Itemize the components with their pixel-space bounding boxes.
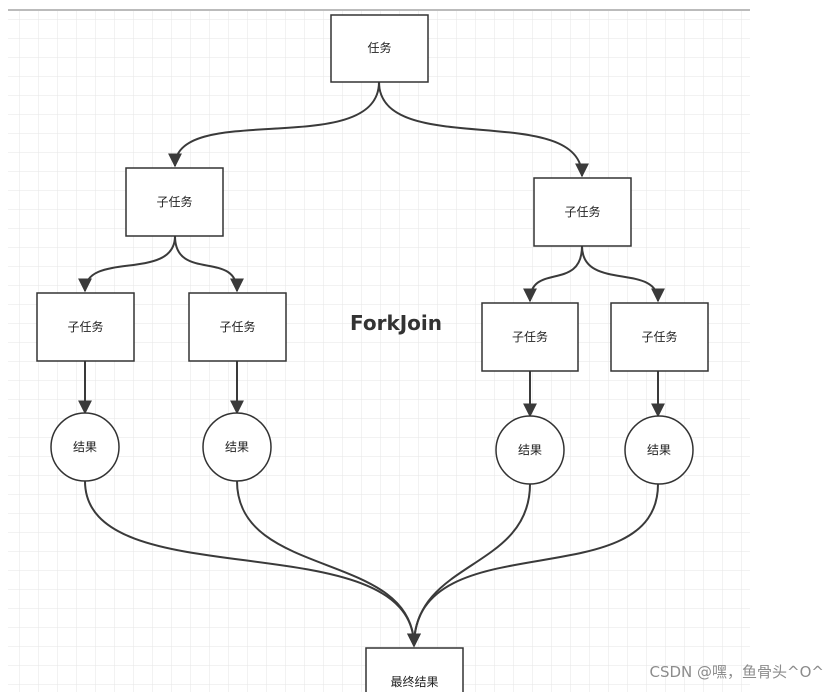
edge-result-2-to-final [236,480,421,648]
node-result-2-label: 结果 [225,440,249,454]
edge-subtask-right-to-leaf-3 [523,245,583,303]
edge-result-1-to-final [84,480,421,648]
edge-subtask-left-to-leaf-2 [174,235,244,293]
edge-result-4-to-final [407,483,659,648]
csdn-watermark: CSDN @嘿，鱼骨头^O^ [649,663,824,681]
node-result-3-label: 结果 [518,443,542,457]
node-result-1-label: 结果 [73,440,97,454]
node-result-4-label: 结果 [647,443,671,457]
diagram-title: ForkJoin [350,311,442,335]
node-leaf-task-1-label: 子任务 [67,319,103,334]
node-result-3: 结果 [495,415,565,485]
edge-task-to-subtask-left [168,81,380,168]
node-leaf-task-3-label: 子任务 [512,329,548,344]
node-result-1: 结果 [50,412,120,482]
node-task: 任务 [330,14,429,83]
node-leaf-task-1: 子任务 [36,292,135,362]
connectors [78,81,665,648]
node-subtask-left-label: 子任务 [156,194,192,209]
node-result-4: 结果 [624,415,694,485]
node-leaf-task-4-label: 子任务 [641,329,677,344]
node-leaf-task-4: 子任务 [610,302,709,372]
node-leaf-task-3: 子任务 [481,302,579,372]
node-leaf-task-2: 子任务 [188,292,287,362]
node-final-result-label: 最终结果 [390,674,438,689]
node-subtask-left: 子任务 [125,167,224,237]
node-subtask-right: 子任务 [533,177,632,247]
edge-task-to-subtask-right [378,81,589,178]
edge-subtask-left-to-leaf-1 [78,235,176,293]
node-final-result: 最终结果 [365,647,464,692]
node-subtask-right-label: 子任务 [564,204,600,219]
node-result-2: 结果 [202,412,272,482]
node-task-label: 任务 [367,40,391,55]
edge-subtask-right-to-leaf-4 [581,245,665,303]
node-leaf-task-2-label: 子任务 [219,319,255,334]
